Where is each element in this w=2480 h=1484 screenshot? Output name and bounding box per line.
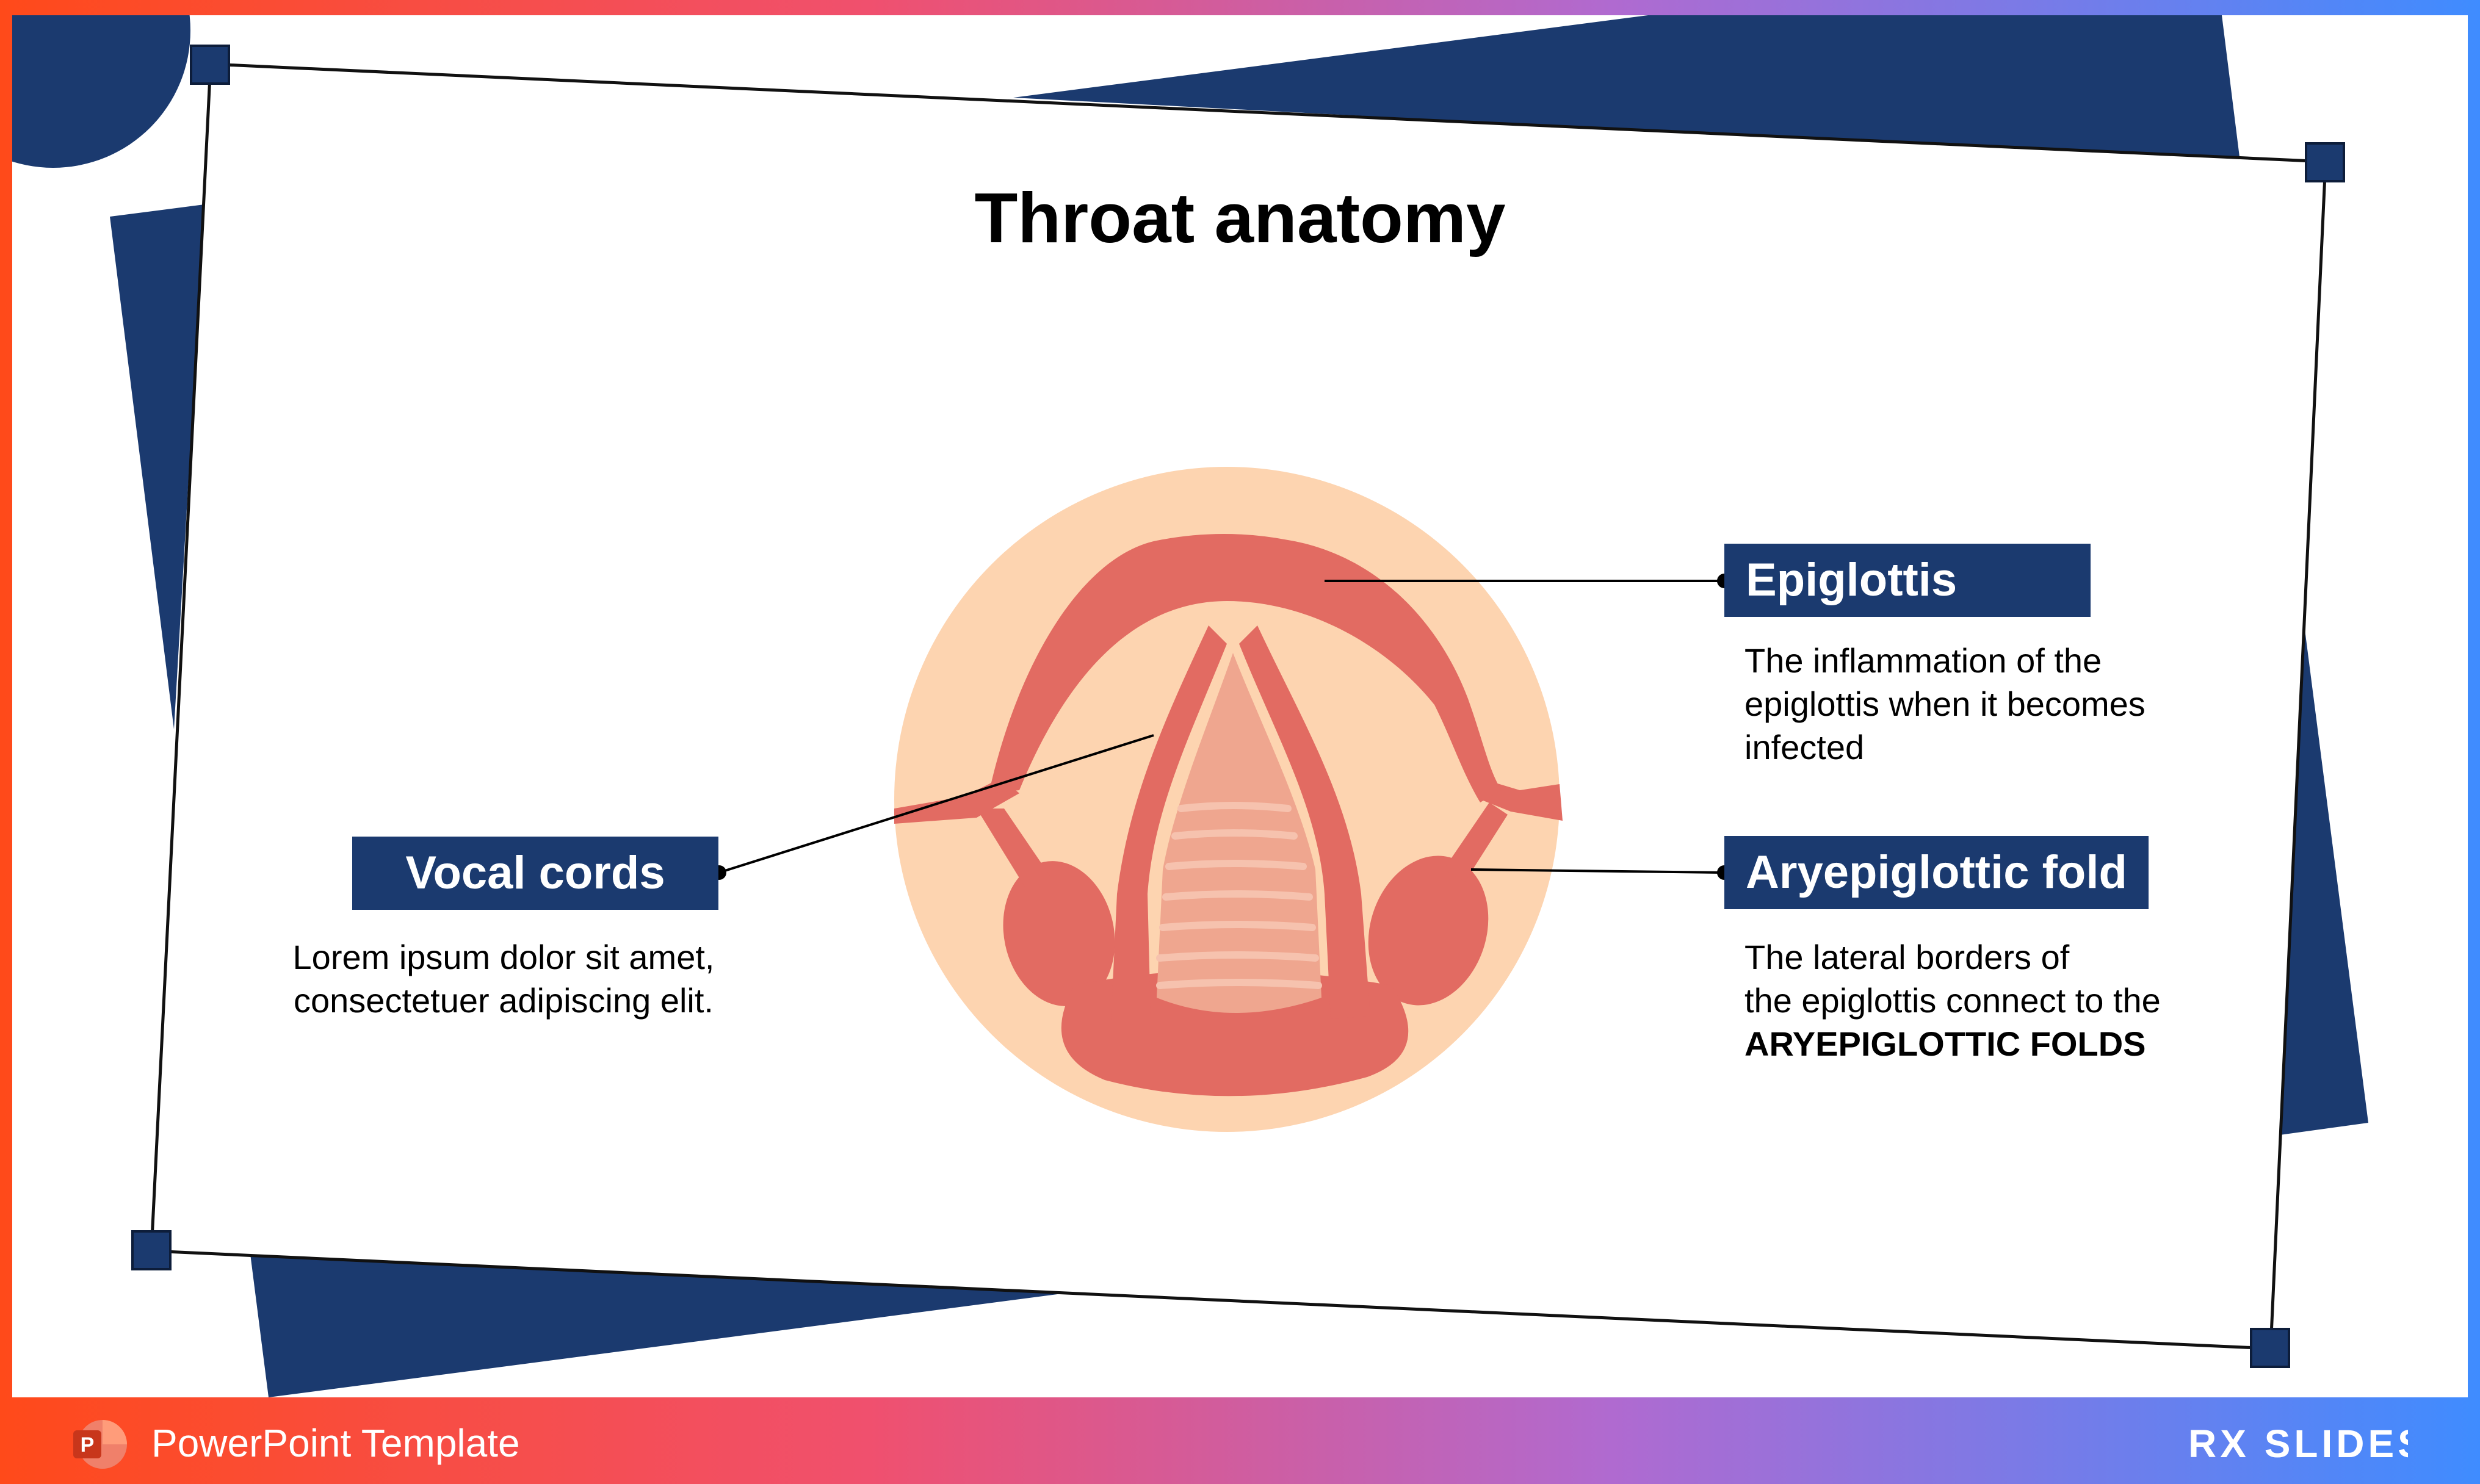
powerpoint-icon-letter: P (81, 1433, 95, 1457)
footer-label: PowerPoint Template (151, 1416, 520, 1471)
trachea-ring (1181, 805, 1288, 809)
corner-circle-decoration (12, 15, 190, 168)
vocal-cords-description-line: consectetuer adipiscing elit. (250, 979, 757, 1022)
trachea-ring (1160, 955, 1315, 958)
slide-title: Throat anatomy (12, 177, 2468, 259)
epiglottis-description-line: The inflammation of the (1744, 639, 2245, 682)
trachea-ring (1169, 863, 1303, 866)
aryepiglottic-fold-heading: Aryepiglottic fold (1746, 846, 2127, 898)
aryepiglottic-description-line: The lateral borders of (1744, 935, 2294, 979)
trachea-ring (1166, 894, 1309, 897)
trachea-ring (1175, 833, 1294, 836)
slide-canvas: Throat anatomy Epiglottis The inflammati… (12, 15, 2468, 1397)
aryepiglottic-description-line: the epiglottis connect to the (1744, 979, 2294, 1022)
vocal-cords-description: Lorem ipsum dolor sit amet, consectetuer… (250, 935, 757, 1022)
powerpoint-icon: P (72, 1417, 127, 1472)
corner-handle-bottom-left (132, 1231, 170, 1269)
vocal-cords-label: Vocal cords (352, 837, 718, 910)
epiglottis-description-line: epiglottis when it becomes (1744, 682, 2245, 726)
brand-logo: RX SLIDES (2188, 1416, 2408, 1471)
brand-logo-text: RX SLIDES (2188, 1422, 2408, 1466)
aryepiglottic-fold-label: Aryepiglottic fold (1724, 836, 2149, 909)
vocal-cords-description-line: Lorem ipsum dolor sit amet, (250, 935, 757, 979)
throat-illustration (894, 467, 1563, 1132)
aryepiglottic-description-bold: ARYEPIGLOTTIC FOLDS (1744, 1025, 2146, 1063)
vocal-cords-heading: Vocal cords (405, 847, 665, 899)
trachea-rings (1160, 805, 1318, 985)
epiglottis-description: The inflammation of the epiglottis when … (1744, 639, 2245, 769)
epiglottis-heading: Epiglottis (1746, 554, 1957, 606)
corner-handle-bottom-right (2251, 1329, 2289, 1367)
epiglottis-description-line: infected (1744, 726, 2245, 769)
corner-handle-top-right (2306, 143, 2344, 181)
trachea-ring (1163, 924, 1312, 928)
corner-handle-top-left (191, 46, 229, 84)
trachea-ring (1160, 982, 1318, 985)
epiglottis-label: Epiglottis (1724, 544, 2091, 617)
footer-bar: P PowerPoint Template RX SLIDES (0, 1397, 2480, 1484)
aryepiglottic-fold-description: The lateral borders of the epiglottis co… (1744, 935, 2294, 1065)
